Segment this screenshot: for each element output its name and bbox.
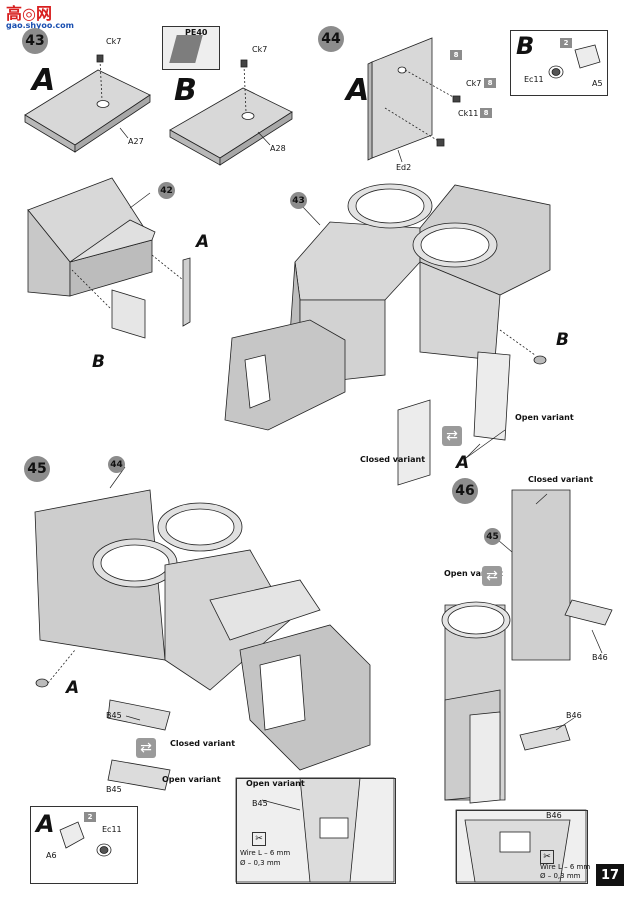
inset-b-box (510, 30, 608, 96)
label-ck7-b: Ck7 (252, 45, 268, 54)
wire-length-45: Wire L – 6 mm (240, 849, 291, 857)
step-43-main-letter-a: A (456, 453, 470, 473)
open-variant-label-43: Open variant (515, 413, 574, 422)
step-43-badge: 43 (22, 28, 48, 54)
callout-42: 42 (158, 182, 175, 199)
door-ed2-drawing (367, 37, 461, 161)
label-ec11-b: Ec11 (524, 75, 544, 84)
detail-46-box (456, 810, 588, 884)
detail-45-drawing (235, 777, 395, 883)
wire-diameter-45: Ø – 0,3 mm (240, 859, 281, 867)
swap-variant-icon-45: ⇄ (136, 738, 156, 758)
label-a27: A27 (128, 137, 144, 146)
hull-step42-drawing (27, 177, 191, 339)
step-44-badge: 44 (318, 26, 344, 52)
step-42-letter-a: A (196, 232, 210, 252)
label-ed2: Ed2 (396, 163, 412, 172)
hull-step43-drawing (224, 183, 551, 486)
label-b46-closed: B46 (592, 653, 608, 662)
step-43-main-letter-b: B (556, 330, 569, 350)
scissors-icon-46: ✂ (540, 850, 554, 864)
callout-43: 43 (290, 192, 307, 209)
scissors-icon: ✂ (252, 832, 266, 846)
qty-ck11: 8 (480, 108, 492, 118)
wire-length-46: Wire L – 6 mm (540, 863, 591, 871)
callout-44: 44 (108, 456, 125, 473)
step-45-badge: 45 (24, 456, 50, 482)
step-44-letter-a: A (346, 73, 370, 108)
plate-a28-drawing (169, 59, 293, 166)
label-a6: A6 (46, 851, 57, 860)
label-b46-detail: B46 (546, 811, 562, 820)
step-42-letter-b: B (92, 352, 105, 372)
hull-step45-drawing (34, 489, 371, 791)
page-number: 17 (596, 864, 624, 886)
qty-inset-a: 2 (84, 812, 96, 822)
detail-45-box (236, 778, 396, 884)
inset-a-parts-drawing (59, 821, 112, 857)
label-pe40: PE40 (185, 28, 208, 37)
inset-b-parts-drawing (548, 44, 601, 79)
callout-45: 45 (484, 528, 501, 545)
watermark-logo: 高◎网 gao.shyoo.com (6, 6, 74, 30)
label-ec11-a: Ec11 (102, 825, 122, 834)
label-ck11: Ck11 (458, 109, 479, 118)
watermark-url: gao.shyoo.com (6, 21, 74, 30)
open-variant-label-46: Open variant (444, 569, 503, 578)
step-45-letter-a: A (66, 678, 80, 698)
step-43-letter-b: B (174, 73, 197, 108)
plate-a27-drawing (24, 54, 151, 153)
label-b45-closed: B45 (106, 711, 122, 720)
hull-step46-drawing (441, 489, 613, 804)
qty-ck7: 8 (484, 78, 496, 88)
label-ck7-44: Ck7 (466, 79, 482, 88)
open-variant-label-detail-45: Open variant (246, 779, 305, 788)
closed-variant-label-46: Closed variant (528, 475, 594, 484)
qty-inset-b: 2 (560, 38, 572, 48)
open-variant-label-45: Open variant (162, 775, 221, 784)
detail-46-drawing (455, 809, 587, 883)
swap-variant-icon: ⇄ (442, 426, 462, 446)
inset-a-letter: A (36, 810, 55, 838)
inset-a-box (30, 806, 138, 884)
closed-variant-label-43: Closed variant (360, 455, 426, 464)
pe40-part-icon (169, 35, 203, 63)
inset-b-letter: B (516, 32, 535, 60)
closed-variant-label-45: Closed variant (170, 739, 236, 748)
watermark-title: 高◎网 (6, 4, 52, 23)
label-b45-open: B45 (106, 785, 122, 794)
step-43-letter-a: A (32, 63, 56, 98)
qty-ed2: 8 (450, 50, 462, 60)
label-a5: A5 (592, 79, 603, 88)
pe40-inset-box (162, 26, 220, 70)
label-ck7-a: Ck7 (106, 37, 122, 46)
step-46-badge: 46 (452, 478, 478, 504)
label-b46-open: B46 (566, 711, 582, 720)
label-a28: A28 (270, 144, 286, 153)
label-b45-detail: B45 (252, 799, 268, 808)
swap-variant-icon-46: ⇄ (482, 566, 502, 586)
wire-diameter-46: Ø – 0,3 mm (540, 872, 581, 880)
